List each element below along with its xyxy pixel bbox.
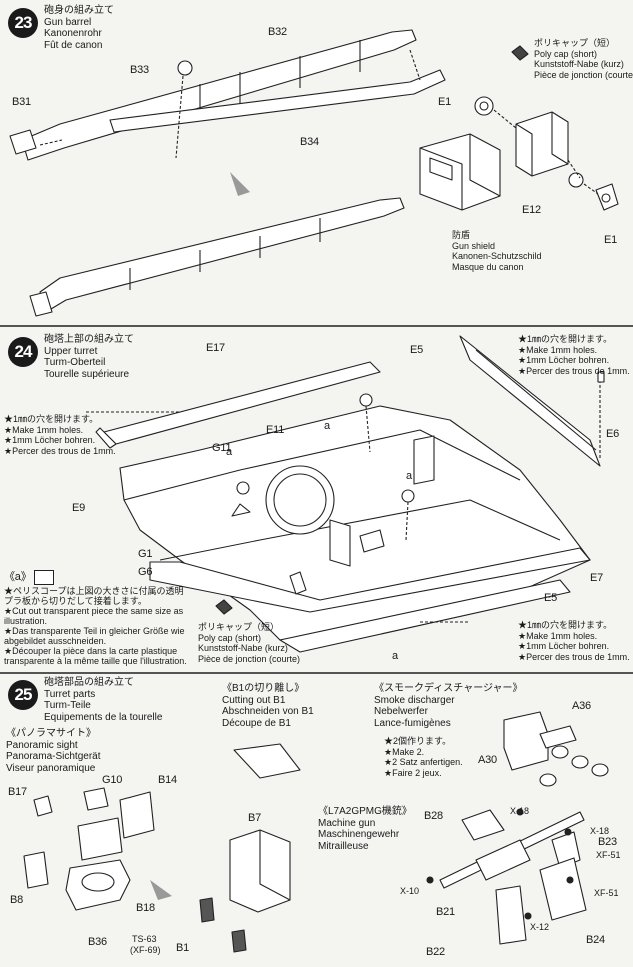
part-label-e1-bottom: E1 (604, 234, 618, 246)
part-label-b17: B17 (8, 786, 27, 798)
part-label-b31: B31 (12, 96, 31, 108)
periscope-cut-note: ★ペリスコープは上図の大きさに付属の透明 プラ板から切りだして接着します。 ★C… (4, 586, 187, 666)
paint-code-ts63: TS-63 (132, 934, 157, 944)
gun-barrel-exploded (9, 29, 619, 317)
part-label-b23: B23 (598, 836, 617, 848)
section-divider (0, 672, 633, 674)
part-label-a-right: a (406, 470, 412, 482)
step25-title: 砲塔部品の組み立て Turret parts Turm-Teile Equipe… (44, 677, 163, 723)
part-label-e1-top: E1 (438, 96, 452, 108)
step23-title: 砲身の組み立て Gun barrel Kanonenrohr Fût de ca… (44, 5, 114, 51)
part-label-b18: B18 (136, 902, 155, 914)
make-two-note: ★2個作ります。 ★Make 2. ★2 Satz anfertigen. ★F… (384, 736, 463, 778)
step23-title-de: Kanonenrohr (44, 28, 102, 39)
step23-polycap-note: ポリキャップ（短） Poly cap (short) Kunststoff-Na… (534, 38, 633, 80)
step24-title: 砲塔上部の組み立て Upper turret Turm-Oberteil Tou… (44, 334, 134, 380)
part-label-g6: G6 (138, 566, 153, 578)
paint-code-x10: X-10 (400, 886, 420, 896)
part-label-e5-top: E5 (410, 344, 424, 356)
step-number-25: 25 (8, 680, 38, 710)
step-number-24: 24 (8, 337, 38, 367)
paint-code-xf51-bottom: XF-51 (594, 888, 619, 898)
part-label-g1: G1 (138, 548, 153, 560)
step24-polycap-note: ポリキャップ（短） Poly cap (short) Kunststoff-Na… (198, 622, 301, 664)
part-label-e7: E7 (590, 572, 604, 584)
upper-turret-exploded (86, 335, 605, 653)
paint-code-x18-right: X-18 (590, 826, 610, 836)
part-label-a36: A36 (572, 700, 591, 712)
cutting-b1-heading: 《B1の切り離し》 Cutting out B1 Abschneiden von… (222, 683, 314, 729)
step24-holes-note-left: ★1㎜の穴を開けます。 ★Make 1mm holes. ★1mm Löcher… (4, 414, 116, 456)
part-label-e11: E11 (266, 424, 285, 436)
part-label-b8: B8 (10, 894, 24, 906)
part-label-b7: B7 (248, 812, 262, 824)
panoramic-sight-heading: 《パノラマサイト》 Panoramic sight Panorama-Sicht… (6, 728, 101, 774)
part-label-b1: B1 (176, 942, 190, 954)
step24-holes-note-bottom: ★1㎜の穴を開けます。 ★Make 1mm holes. ★1mm Löcher… (518, 620, 630, 662)
part-label-b14: B14 (158, 774, 177, 786)
part-label-b33: B33 (130, 64, 149, 76)
paint-code-x12: X-12 (530, 922, 550, 932)
paint-code-xf69: (XF-69) (130, 945, 161, 955)
part-label-b22: B22 (426, 946, 445, 958)
part-label-a-top: a (324, 420, 330, 432)
part-label-b28: B28 (424, 810, 443, 822)
part-label-g11: G11 (212, 442, 232, 454)
paint-code-xf51-top: XF-51 (596, 850, 621, 860)
part-label-e9: E9 (72, 502, 86, 514)
periscope-cutout-label: 《a》 (4, 568, 54, 585)
smoke-discharger-heading: 《スモークディスチャージャー》 Smoke discharger Nebelwe… (374, 683, 523, 729)
step23-title-fr: Fût de canon (44, 39, 103, 51)
part-label-b36: B36 (88, 936, 107, 948)
part-label-e12: E12 (522, 204, 541, 216)
part-label-a30: A30 (478, 754, 497, 766)
part-label-a-bottom: a (392, 650, 398, 662)
part-label-b24: B24 (586, 934, 605, 946)
turret-parts-exploded (23, 711, 609, 953)
part-label-a-left: a (226, 446, 232, 458)
periscope-size-box (33, 569, 54, 585)
part-label-b32: B32 (268, 26, 287, 38)
step24-holes-note-top: ★1㎜の穴を開けます。 ★Make 1mm holes. ★1mm Löcher… (518, 334, 630, 376)
paint-code-x18-top: X-18 (510, 806, 530, 816)
part-label-e5-bottom: E5 (544, 592, 558, 604)
machine-gun-heading: 《L7A2GPMG機銃》 Machine gun Maschinengewehr… (318, 806, 412, 852)
part-label-e17: E17 (206, 342, 225, 354)
step23-title-en: Gun barrel (44, 16, 92, 28)
part-label-b34: B34 (300, 136, 319, 148)
part-label-e6: E6 (606, 428, 620, 440)
section-divider (0, 325, 633, 327)
step-number-23: 23 (8, 8, 38, 38)
step23-title-jp: 砲身の組み立て (44, 5, 114, 16)
part-label-b21: B21 (436, 906, 455, 918)
part-label-g10: G10 (102, 774, 123, 786)
step23-gun-shield-label: 防盾 Gun shield Kanonen-Schutzschild Masqu… (452, 230, 542, 272)
